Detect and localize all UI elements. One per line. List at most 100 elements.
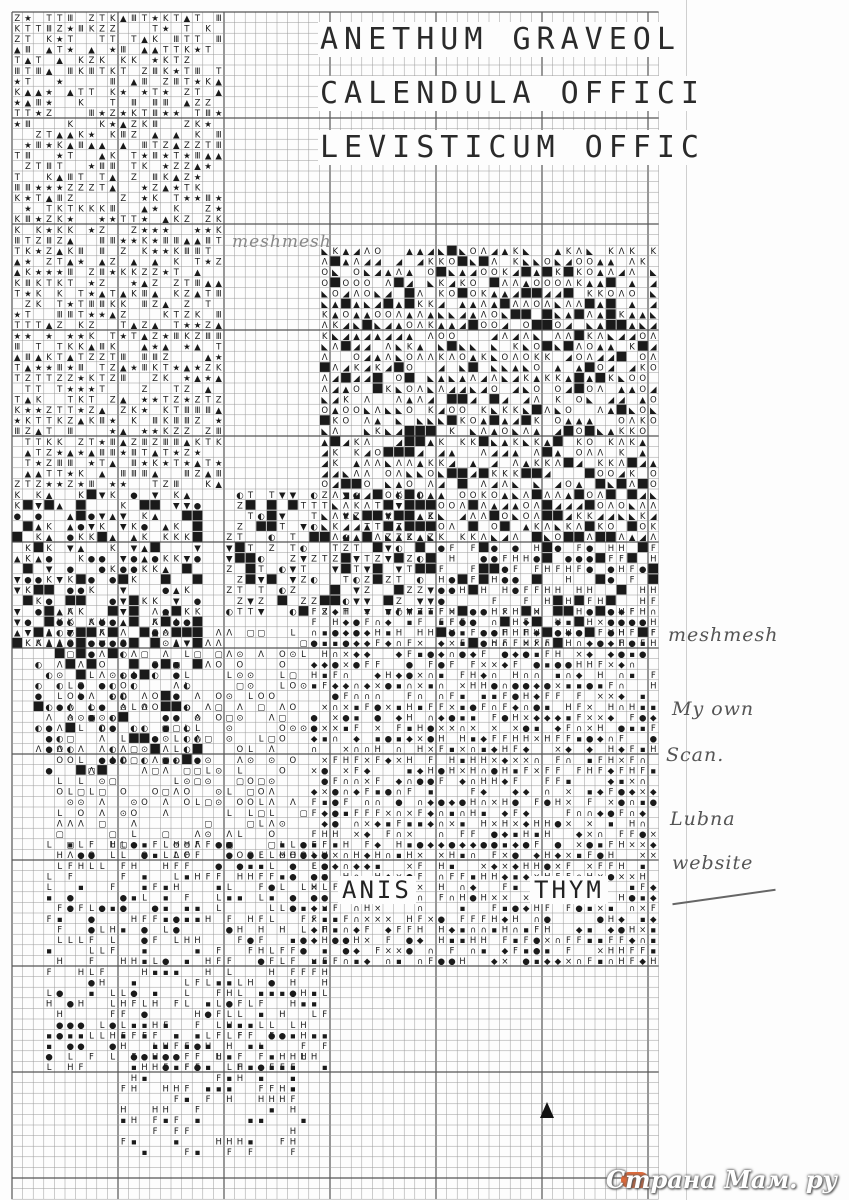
stitch-symbol: ▲ — [385, 268, 392, 278]
stitch-symbol: F — [598, 629, 603, 639]
stitch-symbol: ∩ — [481, 766, 487, 776]
stitch-symbol: ● — [438, 798, 445, 808]
stitch-symbol: ● — [597, 851, 604, 861]
stitch-symbol: T — [45, 205, 52, 215]
stitch-symbol: ▲ — [364, 523, 371, 533]
stitch-symbol: K — [121, 268, 127, 278]
stitch-symbol: ▲ — [353, 332, 360, 342]
stitch-symbol: ◣ — [586, 395, 593, 405]
stitch-symbol: × — [385, 915, 392, 925]
stitch-symbol: K — [174, 554, 180, 564]
stitch-symbol: F — [630, 576, 635, 586]
stitch-symbol: O — [650, 480, 657, 490]
stitch-symbol: ⊙ — [88, 650, 95, 660]
stitch-symbol: F — [333, 671, 338, 681]
stitch-symbol: O — [523, 512, 530, 522]
stitch-symbol: F — [184, 894, 189, 904]
stitch-symbol: K — [598, 459, 604, 469]
stitch-symbol: F — [269, 1063, 274, 1073]
stitch-symbol: ▲ — [46, 194, 53, 204]
stitch-symbol: ★ — [119, 448, 127, 458]
stitch-symbol: ∩ — [343, 777, 349, 787]
stitch-symbol: ● — [247, 936, 254, 946]
stitch-symbol: ▲ — [343, 385, 350, 395]
stitch-symbol: F — [142, 1031, 147, 1041]
stitch-solid — [160, 659, 171, 669]
stitch-symbol: ● — [310, 894, 317, 904]
stitch-symbol: ∩ — [417, 798, 423, 808]
stitch-symbol: ● — [151, 660, 158, 670]
stitch-symbol: Z — [226, 565, 232, 575]
stitch-symbol: × — [576, 650, 583, 660]
stitch-symbol: K — [110, 130, 116, 140]
stitch-symbol: K — [57, 618, 63, 628]
stitch-symbol: F — [640, 639, 645, 649]
stitch-symbol: Ⅲ — [152, 67, 158, 77]
stitch-symbol: ⊙ — [67, 798, 74, 808]
stitch-symbol: Ⅲ — [99, 342, 105, 352]
stitch-symbol: ▼ — [46, 565, 53, 575]
stitch-symbol: F — [195, 851, 200, 861]
stitch-symbol: T — [130, 35, 137, 45]
stitch-symbol: K — [322, 332, 328, 342]
stitch-symbol: Ⅲ — [110, 77, 116, 87]
stitch-symbol: F — [184, 1053, 189, 1063]
stitch-symbol: F — [290, 1063, 295, 1073]
stitch-symbol: × — [523, 639, 530, 649]
stitch-symbol: H — [321, 925, 327, 935]
stitch-symbol: Ⅲ — [152, 152, 158, 162]
stitch-symbol: ▲ — [215, 88, 222, 98]
stitch-symbol: ∩ — [353, 777, 359, 787]
stitch-symbol: ▲ — [470, 300, 477, 310]
stitch-symbol: ▪ — [534, 650, 540, 660]
stitch-symbol: Z — [385, 533, 391, 543]
stitch-symbol: T — [56, 470, 63, 480]
stitch-symbol: ★ — [130, 364, 138, 374]
stitch-symbol: ● — [120, 565, 127, 575]
stitch-symbol: F — [365, 809, 370, 819]
stitch-symbol: Ⅲ — [195, 279, 201, 289]
stitch-symbol: O — [555, 417, 562, 427]
stitch-symbol: O — [237, 660, 244, 670]
stitch-symbol: ◆ — [470, 883, 477, 893]
stitch-symbol: F — [216, 957, 221, 967]
stitch-symbol: ▲ — [565, 417, 572, 427]
stitch-symbol: F — [322, 682, 327, 692]
stitch-symbol: Λ — [152, 756, 158, 766]
stitch-symbol: F — [502, 936, 507, 946]
stitch-symbol: ▼ — [14, 607, 21, 617]
stitch-symbol: F — [513, 565, 518, 575]
stitch-symbol: ● — [575, 554, 582, 564]
stitch-symbol: ◢ — [374, 258, 381, 268]
stitch-symbol: ▪ — [650, 936, 656, 946]
stitch-symbol: O — [374, 311, 381, 321]
stitch-symbol: H — [639, 607, 645, 617]
stitch-symbol: ★ — [141, 395, 149, 405]
stitch-symbol: ▪ — [311, 841, 317, 851]
stitch-symbol: ▲ — [449, 448, 456, 458]
stitch-symbol: ▼ — [258, 576, 265, 586]
stitch-solid — [542, 510, 553, 521]
stitch-symbol: T — [67, 406, 74, 416]
stitch-symbol: ▲ — [417, 512, 424, 522]
stitch-symbol: H — [608, 756, 614, 766]
stitch-symbol: K — [174, 523, 180, 533]
stitch-symbol: T — [24, 438, 31, 448]
stitch-symbol: ▼ — [279, 512, 286, 522]
stitch-symbol: ◣ — [523, 258, 530, 268]
stitch-symbol: T — [109, 289, 116, 299]
stitch-symbol: H — [427, 766, 433, 776]
stitch-symbol: L — [248, 745, 253, 755]
stitch-symbol: ▪ — [311, 1000, 317, 1010]
stitch-symbol: ▪ — [142, 872, 148, 882]
stitch-symbol: ▪ — [269, 894, 275, 904]
stitch-symbol: ● — [194, 1063, 201, 1073]
stitch-symbol: H — [67, 1063, 73, 1073]
stitch-symbol: F — [365, 618, 370, 628]
stitch-symbol: O — [321, 268, 328, 278]
stitch-symbol: ★ — [35, 268, 43, 278]
stitch-symbol: ● — [173, 660, 180, 670]
stitch-symbol: H — [449, 607, 455, 617]
stitch-symbol: F — [322, 957, 327, 967]
stitch-symbol: ▲ — [555, 247, 562, 257]
